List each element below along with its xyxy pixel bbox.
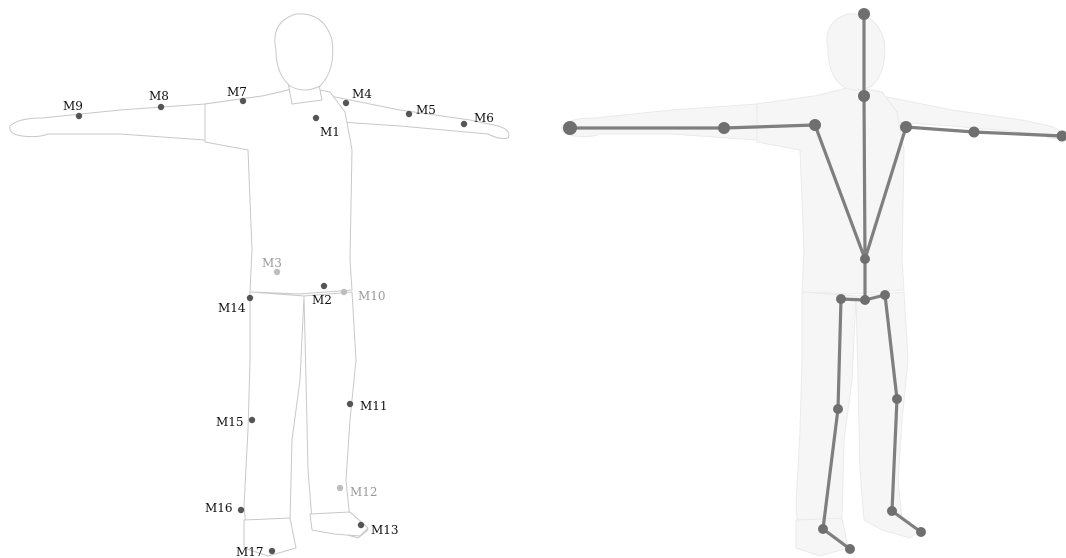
marker-m11-dot: [347, 401, 353, 407]
marker-m12-label: M12: [350, 485, 378, 499]
joint-r-knee: [892, 394, 902, 404]
marker-m12-dot: [337, 485, 343, 491]
joint-neck: [858, 90, 870, 102]
joint-l-knee: [833, 404, 843, 414]
joint-r-shoulder: [900, 121, 912, 133]
left-leg: [244, 292, 304, 534]
marker-m5-dot: [406, 111, 412, 117]
marker-m7-label: M7: [227, 85, 247, 99]
joint-l-ankle: [818, 524, 828, 534]
marker-m6-dot: [461, 121, 467, 127]
joint-l-toe: [845, 544, 855, 554]
marker-m14-dot: [247, 295, 253, 301]
bone-neck-to-pelvis: [864, 96, 865, 259]
marker-m4-label: M4: [352, 87, 372, 101]
marker-m11-label: M11: [360, 399, 388, 413]
marker-m8-dot: [158, 104, 164, 110]
marker-m10-dot: [341, 289, 347, 295]
joint-l-elbow: [718, 122, 730, 134]
ghost-torso: [757, 86, 904, 294]
joint-l-hip: [836, 294, 846, 304]
marker-m10-label: M10: [358, 289, 386, 303]
joint-r-toe: [916, 527, 926, 537]
marker-m13-label: M13: [371, 523, 399, 537]
joint-hip-mid: [860, 295, 870, 305]
ghost-head: [827, 14, 885, 90]
marker-m9-dot: [76, 113, 82, 119]
marker-m17-label: M17: [236, 545, 264, 558]
marker-m15-dot: [249, 417, 255, 423]
marker-m3-label: M3: [262, 256, 282, 270]
ghost-left-foot: [796, 518, 848, 556]
head: [275, 14, 333, 90]
joint-r-ankle: [887, 506, 897, 516]
marker-m15-label: M15: [216, 415, 244, 429]
joint-head: [858, 8, 870, 20]
marker-m2-dot: [321, 283, 327, 289]
ghost-mannequin-body: [562, 14, 1061, 556]
marker-m2-label: M2: [312, 293, 332, 307]
marker-m14-label: M14: [218, 301, 246, 315]
joint-l-hand: [563, 121, 577, 135]
joint-r-hip: [880, 290, 890, 300]
joint-l-shoulder: [809, 119, 821, 131]
marker-m1-dot: [313, 115, 319, 121]
marker-m8-label: M8: [149, 89, 169, 103]
mannequin-body: [10, 14, 509, 556]
joint-pelvis: [860, 254, 870, 264]
marker-m17-dot: [269, 548, 275, 554]
marker-m9-label: M9: [63, 99, 83, 113]
skeleton-panel: [562, 8, 1066, 556]
marker-m1-label: M1: [320, 125, 340, 139]
marker-m13-dot: [358, 522, 364, 528]
right-leg: [304, 292, 368, 538]
joint-r-elbow: [969, 127, 980, 138]
marker-m4-dot: [343, 100, 349, 106]
marker-m16-label: M16: [205, 501, 233, 515]
marker-m16-dot: [238, 507, 244, 513]
bone-r-shoulder-to-r-elbow: [906, 127, 974, 132]
marker-m6-label: M6: [474, 111, 494, 125]
marker-m5-label: M5: [416, 103, 436, 117]
